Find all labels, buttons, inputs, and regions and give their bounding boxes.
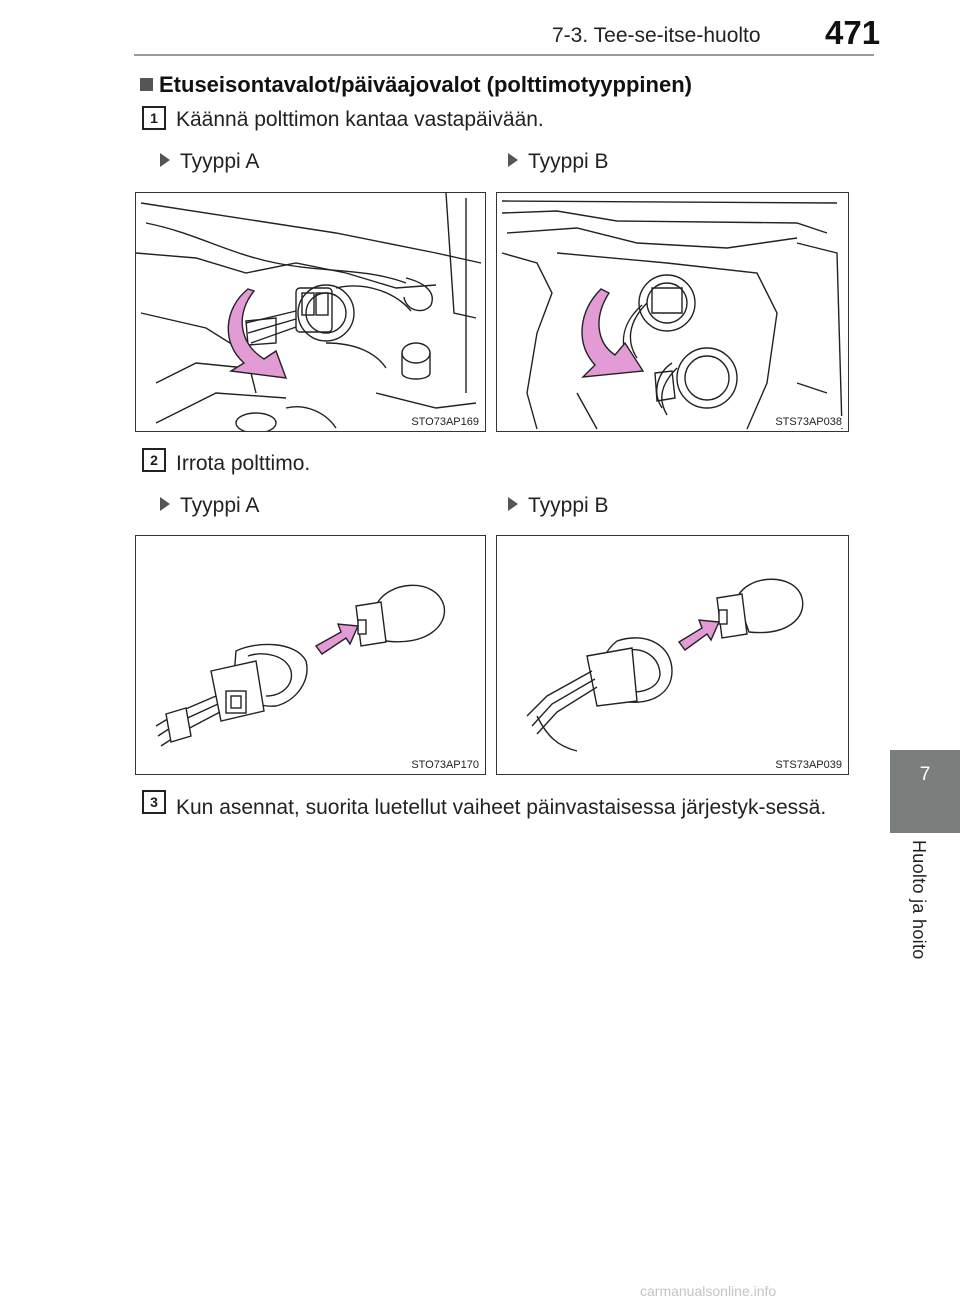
step-number-1: 1	[142, 106, 166, 130]
figure-code: STO73AP170	[409, 759, 481, 771]
figure-1b-socket-rotate: STS73AP038	[496, 192, 849, 432]
step-text-1: Käännä polttimon kantaa vastapäivään.	[176, 108, 544, 131]
footer-watermark: carmanualsonline.info	[640, 1283, 777, 1299]
type-label-a: Tyyppi A	[160, 494, 259, 518]
figure-2a-bulb-removal: STO73AP170	[135, 535, 486, 775]
section-title-text: Etuseisontavalot/päiväajovalot (polttimo…	[159, 72, 692, 97]
chapter-label: Huolto ja hoito	[909, 840, 929, 960]
insert-arrow-icon	[314, 623, 360, 655]
type-label-a-text: Tyyppi A	[180, 494, 260, 517]
step-number-3: 3	[142, 790, 166, 814]
insert-arrow-icon	[677, 619, 721, 651]
square-bullet-icon	[140, 78, 153, 91]
figure-1a-socket-rotate: STO73AP169	[135, 192, 486, 432]
figure-code: STO73AP169	[409, 416, 481, 428]
triangle-bullet-icon	[160, 497, 170, 511]
triangle-bullet-icon	[508, 153, 518, 167]
step-number-2: 2	[142, 448, 166, 472]
type-label-a-text: Tyyppi A	[180, 150, 260, 173]
rotate-arrow-icon	[581, 288, 645, 378]
header-section-title: 7-3. Tee-se-itse-huolto	[552, 24, 761, 47]
figure-2b-bulb-removal: STS73AP039	[496, 535, 849, 775]
step-text-2: Irrota polttimo.	[176, 452, 311, 475]
type-label-b-text: Tyyppi B	[528, 494, 609, 517]
type-label-b: Tyyppi B	[508, 494, 609, 518]
triangle-bullet-icon	[160, 153, 170, 167]
type-label-a: Tyyppi A	[160, 150, 259, 174]
page-number: 471	[825, 14, 881, 51]
chapter-number: 7	[919, 764, 931, 785]
step-text-3: Kun asennat, suorita luetellut vaiheet p…	[176, 796, 827, 819]
type-label-b: Tyyppi B	[508, 150, 609, 174]
section-title: Etuseisontavalot/päiväajovalot (polttimo…	[140, 72, 692, 98]
chapter-tab	[890, 750, 960, 833]
header-divider	[134, 54, 874, 56]
triangle-bullet-icon	[508, 497, 518, 511]
type-label-b-text: Tyyppi B	[528, 150, 609, 173]
figure-code: STS73AP038	[773, 416, 844, 428]
rotate-arrow-icon	[227, 288, 288, 379]
figure-code: STS73AP039	[773, 759, 844, 771]
